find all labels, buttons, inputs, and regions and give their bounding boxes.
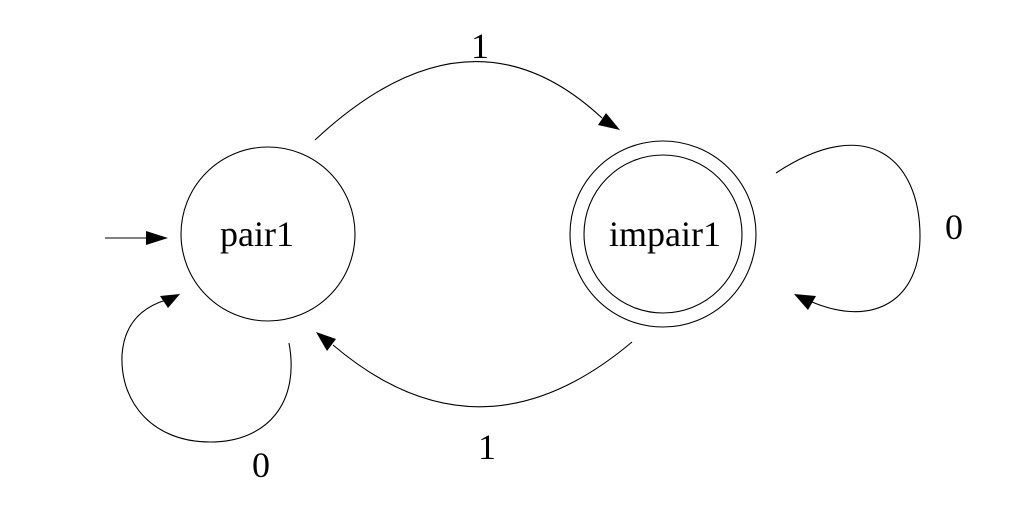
initial-arrow [105, 231, 168, 245]
transition-pair1-impair1-label: 1 [471, 26, 489, 66]
self-loop-impair1-label: 0 [945, 207, 963, 247]
transition-pair1-impair1: 1 [314, 26, 620, 141]
self-loop-impair1: 0 [775, 144, 963, 313]
self-loop-pair1-label: 0 [252, 445, 270, 485]
state-impair1-inner-circle [583, 154, 743, 314]
state-pair1: pair1 [180, 146, 356, 322]
state-impair1-label: impair1 [609, 214, 721, 254]
state-pair1-label: pair1 [220, 214, 294, 254]
self-loop-pair1: 0 [121, 294, 292, 485]
transition-impair1-pair1: 1 [316, 332, 633, 467]
state-impair1: impair1 [569, 140, 757, 328]
transition-impair1-pair1-label: 1 [478, 427, 496, 467]
state-pair1-circle [180, 146, 356, 322]
